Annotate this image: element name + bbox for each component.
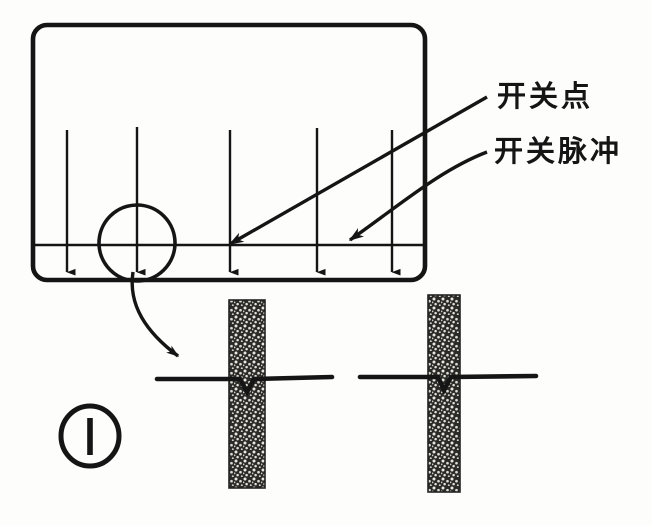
pulse-arrow-group xyxy=(65,127,401,276)
figure-marker xyxy=(58,403,122,469)
leader-group xyxy=(228,95,488,246)
detail-line-1 xyxy=(154,374,335,397)
circle-to-detail-arrow xyxy=(130,271,180,358)
detail-unit-1 xyxy=(154,299,335,489)
figure-marker-circle xyxy=(58,403,122,469)
highlight-circle xyxy=(97,203,177,283)
leader-switch-pulse xyxy=(348,150,488,242)
rounded-frame xyxy=(30,22,428,283)
leader-switch-point xyxy=(228,95,488,246)
label-switch-pulse: 开关脉冲 xyxy=(494,134,623,168)
label-switch-point: 开关点 xyxy=(497,79,594,113)
detail-unit-2 xyxy=(357,294,539,493)
detail-line-2 xyxy=(357,373,539,396)
